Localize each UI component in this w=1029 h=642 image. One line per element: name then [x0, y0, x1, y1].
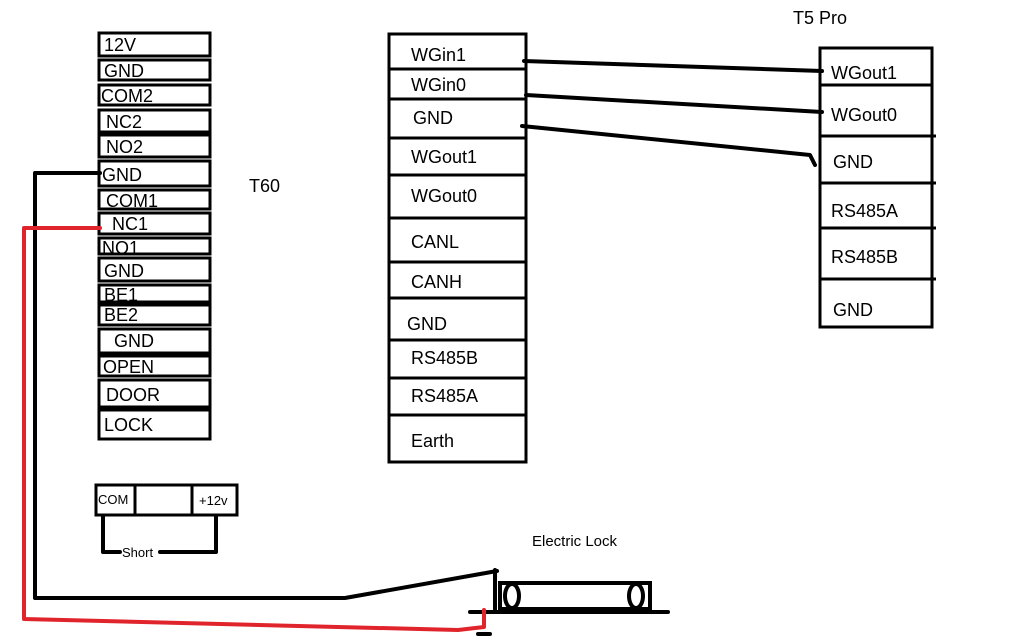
middle-terminal-label: Earth — [411, 431, 454, 451]
short-wire-right — [158, 514, 218, 554]
jumper-12v-label: +12v — [199, 493, 228, 508]
t60-terminal-label: BE1 — [104, 285, 138, 305]
t60-terminal-gnd — [97, 256, 212, 283]
short-wire-left — [101, 514, 122, 554]
jumper-block: COM +12v Short — [94, 483, 239, 560]
t60-terminal-label: NC2 — [106, 112, 142, 132]
t5pro-block-frame — [818, 46, 934, 329]
t5pro-terminal-block: WGout1 WGout0 GND RS485A RS485B GND — [818, 46, 936, 329]
t5pro-terminal-label: WGout0 — [831, 105, 897, 125]
t60-terminal-block: 12V GND COM2 NC2 NO2 GND COM1 NC1 NO1 GN… — [97, 31, 212, 441]
t60-terminal-gnd — [97, 327, 212, 355]
electric-lock-title: Electric Lock — [532, 533, 618, 550]
middle-terminal-label: CANH — [411, 272, 462, 292]
t60-terminal-no1 — [97, 236, 212, 256]
jumper-com-label: COM — [98, 492, 128, 507]
t5pro-terminal-label: GND — [833, 300, 873, 320]
t5pro-terminal-label: RS485B — [831, 247, 898, 267]
middle-terminal-label: WGin0 — [411, 75, 466, 95]
t5pro-title: T5 Pro — [793, 8, 847, 28]
t60-terminal-label: 12V — [104, 35, 136, 55]
t60-terminal-nc2 — [97, 108, 212, 134]
t60-terminal-12v — [97, 31, 212, 58]
middle-terminal-label: WGin1 — [411, 45, 466, 65]
t60-terminal-label: GND — [104, 261, 144, 281]
t60-terminal-door — [97, 378, 212, 409]
wire-nc1-to-lock — [22, 226, 486, 632]
middle-terminal-label: WGout0 — [411, 186, 477, 206]
t60-terminal-label: COM2 — [101, 86, 153, 106]
t60-title: T60 — [249, 176, 280, 196]
t60-terminal-nc1 — [97, 211, 212, 236]
t5pro-terminal-label: GND — [833, 152, 873, 172]
t60-terminal-label: OPEN — [103, 357, 154, 377]
t60-terminal-label: COM1 — [106, 191, 158, 211]
wire-wgin0-wgout0 — [524, 93, 824, 114]
middle-terminal-label: CANL — [411, 232, 459, 252]
t60-terminal-com2 — [97, 83, 212, 107]
middle-terminal-label: GND — [413, 108, 453, 128]
middle-terminal-label: RS485A — [411, 386, 478, 406]
middle-block-frame — [387, 32, 528, 464]
t60-terminal-label: GND — [114, 331, 154, 351]
t5pro-terminal-label: WGout1 — [831, 63, 897, 83]
t60-terminal-be1 — [97, 283, 212, 304]
t60-terminal-lock — [97, 408, 212, 441]
wire-wgin1-wgout1 — [522, 59, 824, 73]
t60-terminal-label: NC1 — [112, 214, 148, 234]
middle-terminal-label: WGout1 — [411, 147, 477, 167]
lock-end-left — [503, 582, 521, 610]
lock-body — [498, 581, 652, 611]
signal-wires — [520, 59, 824, 167]
middle-terminal-label: GND — [407, 314, 447, 334]
electric-lock: Electric Lock — [468, 533, 670, 614]
t60-terminal-label: NO1 — [102, 238, 139, 258]
middle-terminal-block: WGin1 WGin0 GND WGout1 WGout0 CANL CANH … — [387, 32, 528, 464]
wire-gnd-to-lock — [33, 171, 499, 600]
t5pro-terminal-label: RS485A — [831, 201, 898, 221]
t60-terminal-label: GND — [102, 165, 142, 185]
wire-gnd-gnd — [520, 124, 817, 167]
t60-terminal-label: BE2 — [104, 305, 138, 325]
t60-terminal-gnd — [97, 58, 212, 82]
t60-terminal-label: DOOR — [106, 385, 160, 405]
t60-terminal-com1 — [97, 188, 212, 211]
short-label: Short — [122, 545, 153, 560]
t60-terminal-open — [97, 354, 212, 378]
lock-end-right — [627, 582, 645, 610]
t60-terminal-label: LOCK — [104, 415, 153, 435]
t60-terminal-label: GND — [104, 61, 144, 81]
t60-terminal-no2 — [97, 133, 212, 159]
middle-terminal-label: RS485B — [411, 348, 478, 368]
jumper-frame — [94, 483, 239, 517]
t60-terminal-be2 — [97, 303, 212, 327]
t60-terminal-label: NO2 — [106, 137, 143, 157]
